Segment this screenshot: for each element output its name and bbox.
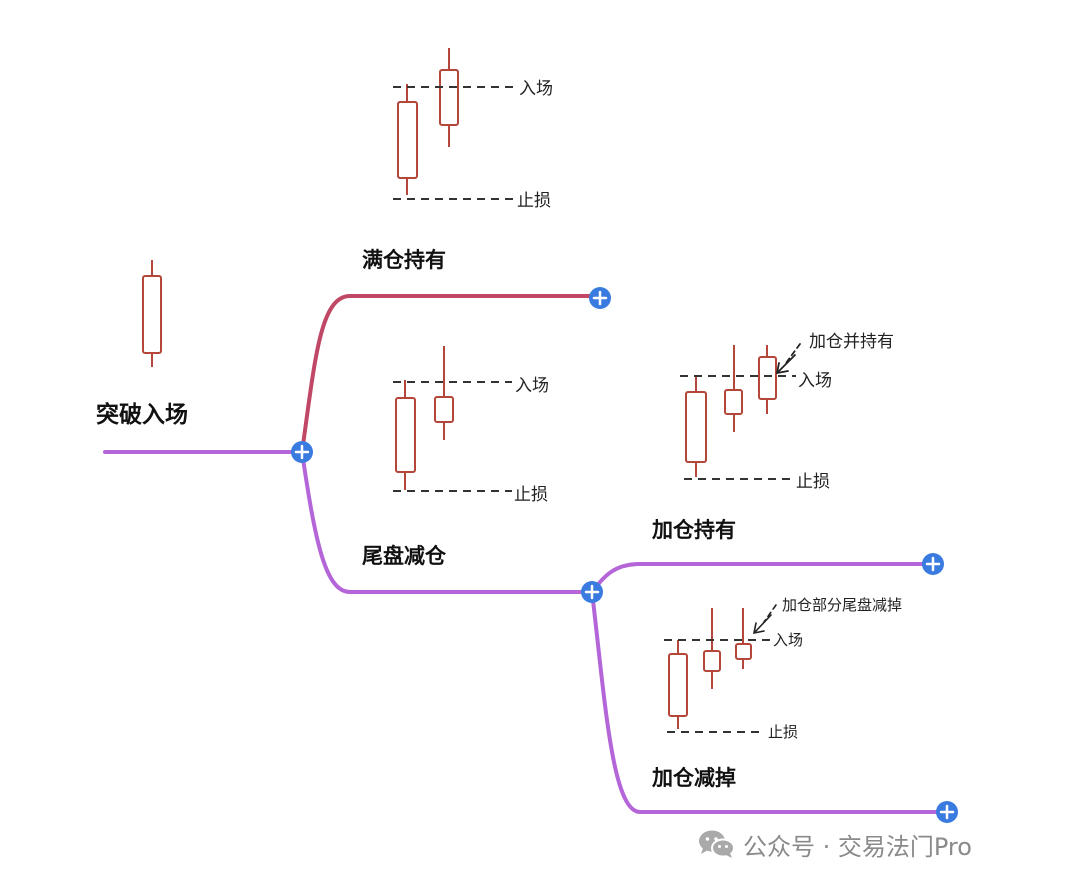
full-hold-label: 满仓持有 <box>362 248 446 272</box>
close-reduce-label: 尾盘减仓 <box>362 544 446 568</box>
add-reduce-candle-1 <box>668 640 688 729</box>
branch-line-add-reduce <box>590 590 949 814</box>
full-hold-stop-label: 止损 <box>517 191 551 211</box>
add-reduce-candle-2 <box>703 608 721 689</box>
add-reduce-label: 加仓减掉 <box>652 766 736 790</box>
add-hold-note: 加仓并持有 <box>809 332 894 352</box>
add-hold-candle-1 <box>685 376 707 477</box>
root-node-label: 突破入场 <box>96 402 188 428</box>
add-reduce-entry-label: 入场 <box>773 631 804 649</box>
add-reduce-note: 加仓部分尾盘减掉 <box>782 596 903 614</box>
branch-line-close-reduce <box>300 450 594 594</box>
close-reduce-entry-label: 入场 <box>515 376 549 396</box>
branch-line-full-hold <box>300 294 600 454</box>
full-hold-candle-2 <box>439 48 459 147</box>
root-candle <box>142 260 162 367</box>
close-reduce-candle-2 <box>434 346 454 440</box>
expand-full-hold-button[interactable] <box>589 287 611 309</box>
expand-add-hold-button[interactable] <box>922 553 944 575</box>
add-hold-candle-3 <box>758 345 777 414</box>
add-hold-arrow <box>775 343 801 375</box>
expand-root-button[interactable] <box>291 441 313 463</box>
full-hold-candle-1 <box>397 84 418 195</box>
add-reduce-candle-3 <box>735 608 752 669</box>
full-hold-entry-label: 入场 <box>519 79 553 99</box>
add-reduce-stop-label: 止损 <box>768 723 799 741</box>
add-hold-entry-label: 入场 <box>798 371 832 391</box>
add-hold-candle-2 <box>724 345 743 432</box>
expand-close-reduce-button[interactable] <box>581 581 603 603</box>
add-reduce-arrow <box>752 604 777 635</box>
watermark: 公众号 · 交易法门Pro <box>697 826 972 862</box>
expand-add-reduce-button[interactable] <box>936 801 958 823</box>
close-reduce-stop-label: 止损 <box>514 485 548 505</box>
add-hold-label: 加仓持有 <box>652 518 736 542</box>
add-hold-stop-label: 止损 <box>796 472 830 492</box>
branch-line-add-hold <box>590 562 935 594</box>
close-reduce-candle-1 <box>395 380 416 490</box>
wechat-icon <box>699 830 735 858</box>
watermark-text: 公众号 · 交易法门Pro <box>743 832 972 861</box>
